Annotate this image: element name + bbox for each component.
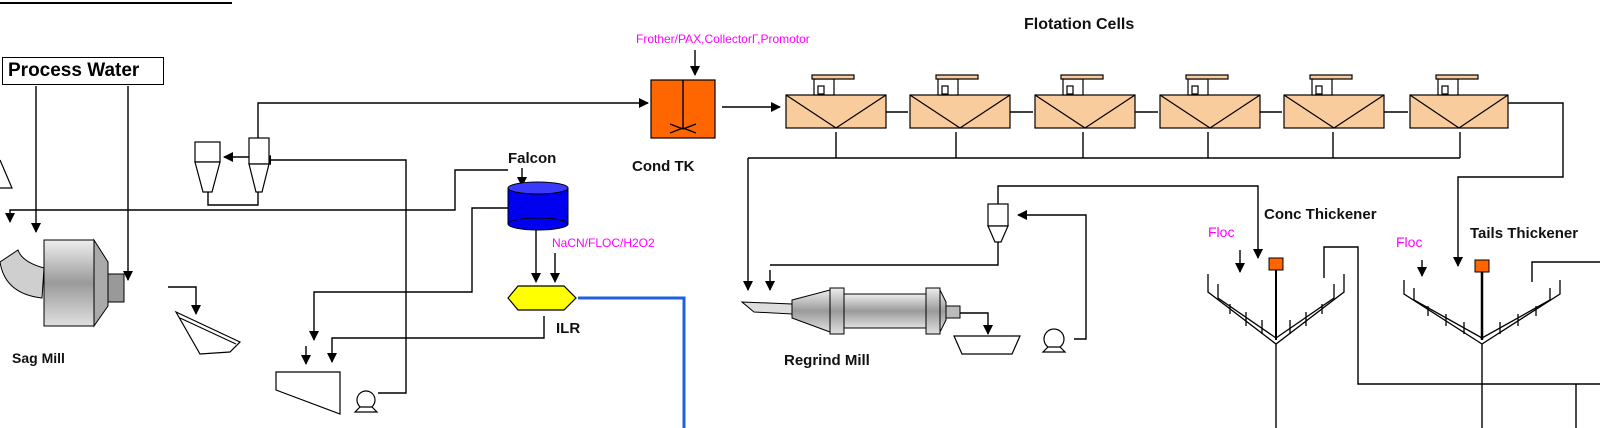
regrind-pump-return xyxy=(1017,210,1087,340)
regrind-cyclone xyxy=(987,203,1009,243)
ilr-return-line xyxy=(327,316,545,363)
cyclone-1-top xyxy=(194,141,221,163)
regrind-sump xyxy=(953,335,1021,355)
nacn-label: NaCN/FLOC/H2O2 xyxy=(552,236,655,250)
falcon-return-line xyxy=(5,169,508,223)
agitator-impeller xyxy=(669,123,697,134)
tails-line xyxy=(1453,102,1564,267)
regrind-mill xyxy=(740,287,961,335)
pump-base xyxy=(353,406,379,413)
regrind-mill-label: Regrind Mill xyxy=(784,352,870,369)
floc-label-tails: Floc xyxy=(1396,234,1423,250)
pump xyxy=(353,390,379,413)
flotation-cells-title: Flotation Cells xyxy=(1024,16,1135,33)
regrind-shell xyxy=(843,293,927,329)
pump-return-line xyxy=(261,155,407,394)
tails-thickener-label: Tails Thickener xyxy=(1470,225,1579,242)
sag-mill-shell xyxy=(43,239,95,327)
flotation-cell-5 xyxy=(1283,74,1385,129)
regrind-feed-chute xyxy=(740,301,793,315)
process-water-label: Process Water xyxy=(8,60,140,81)
screen-deck xyxy=(179,317,237,345)
conditioning-tank xyxy=(650,79,716,139)
falcon-label: Falcon xyxy=(508,150,557,167)
regrind-ring-1 xyxy=(829,287,845,335)
process-water-box: Process Water xyxy=(2,57,164,85)
sag-mill-label: Sag Mill xyxy=(12,350,65,366)
ilr-solution-pipe xyxy=(578,296,686,428)
sag-mill-cone xyxy=(93,238,109,328)
cond-tk-label: Cond TK xyxy=(632,158,695,175)
tails-thickener xyxy=(1403,272,1561,345)
flotation-cell-6 xyxy=(1409,74,1509,129)
conc-thickener-drive xyxy=(1268,257,1284,271)
flotation-cell-2 xyxy=(909,74,1011,129)
cyclone-pair xyxy=(194,137,270,193)
falcon-bottom xyxy=(507,217,569,231)
flotation-cells xyxy=(785,74,1509,129)
regrind-cone-out xyxy=(939,289,947,333)
sag-mill xyxy=(0,238,125,328)
falcon-feed-line xyxy=(309,207,508,341)
cyclone-overflow-line xyxy=(257,98,649,138)
regrind-cone-in xyxy=(791,289,831,333)
conc-thickener-label: Conc Thickener xyxy=(1264,206,1377,223)
cyclone-1-cone xyxy=(194,161,221,193)
left-edge-shape xyxy=(0,159,13,189)
tails-thickener-overflow xyxy=(1531,261,1600,282)
sag-mill-feed-chute xyxy=(0,249,45,299)
regrind-underflow-line xyxy=(770,238,999,266)
regrind-discharge-line xyxy=(960,312,993,335)
flotation-cell-4 xyxy=(1159,74,1261,129)
vibrating-screen xyxy=(174,310,242,355)
floc-label-conc: Floc xyxy=(1208,224,1235,240)
reagents-label: Frother/PAX,CollectorΓ,Promotor xyxy=(636,32,810,46)
conc-thickener xyxy=(1207,270,1345,345)
pump-casing xyxy=(356,390,376,410)
flotation-cell-3 xyxy=(1034,74,1136,129)
sag-mill-trunnion xyxy=(107,273,125,303)
cyclone-2-cone xyxy=(248,163,270,193)
ilr-label: ILR xyxy=(556,320,581,337)
flotation-cell-1 xyxy=(785,74,887,129)
conc-thickener-overflow xyxy=(1323,246,1600,385)
sump xyxy=(275,371,341,415)
falcon-concentrator xyxy=(507,181,569,231)
regrind-ring-2 xyxy=(925,287,941,335)
sag-discharge-line xyxy=(168,286,201,315)
regrind-trunnion xyxy=(945,305,961,319)
cyclone-underflow-line xyxy=(207,192,259,206)
regrind-overflow-line xyxy=(997,185,1263,259)
regrind-pump xyxy=(1041,328,1067,353)
falcon-top xyxy=(507,181,569,195)
ilr-reactor xyxy=(507,285,577,311)
tails-thickener-drive xyxy=(1474,259,1490,273)
cyclone-2-top xyxy=(248,137,270,165)
